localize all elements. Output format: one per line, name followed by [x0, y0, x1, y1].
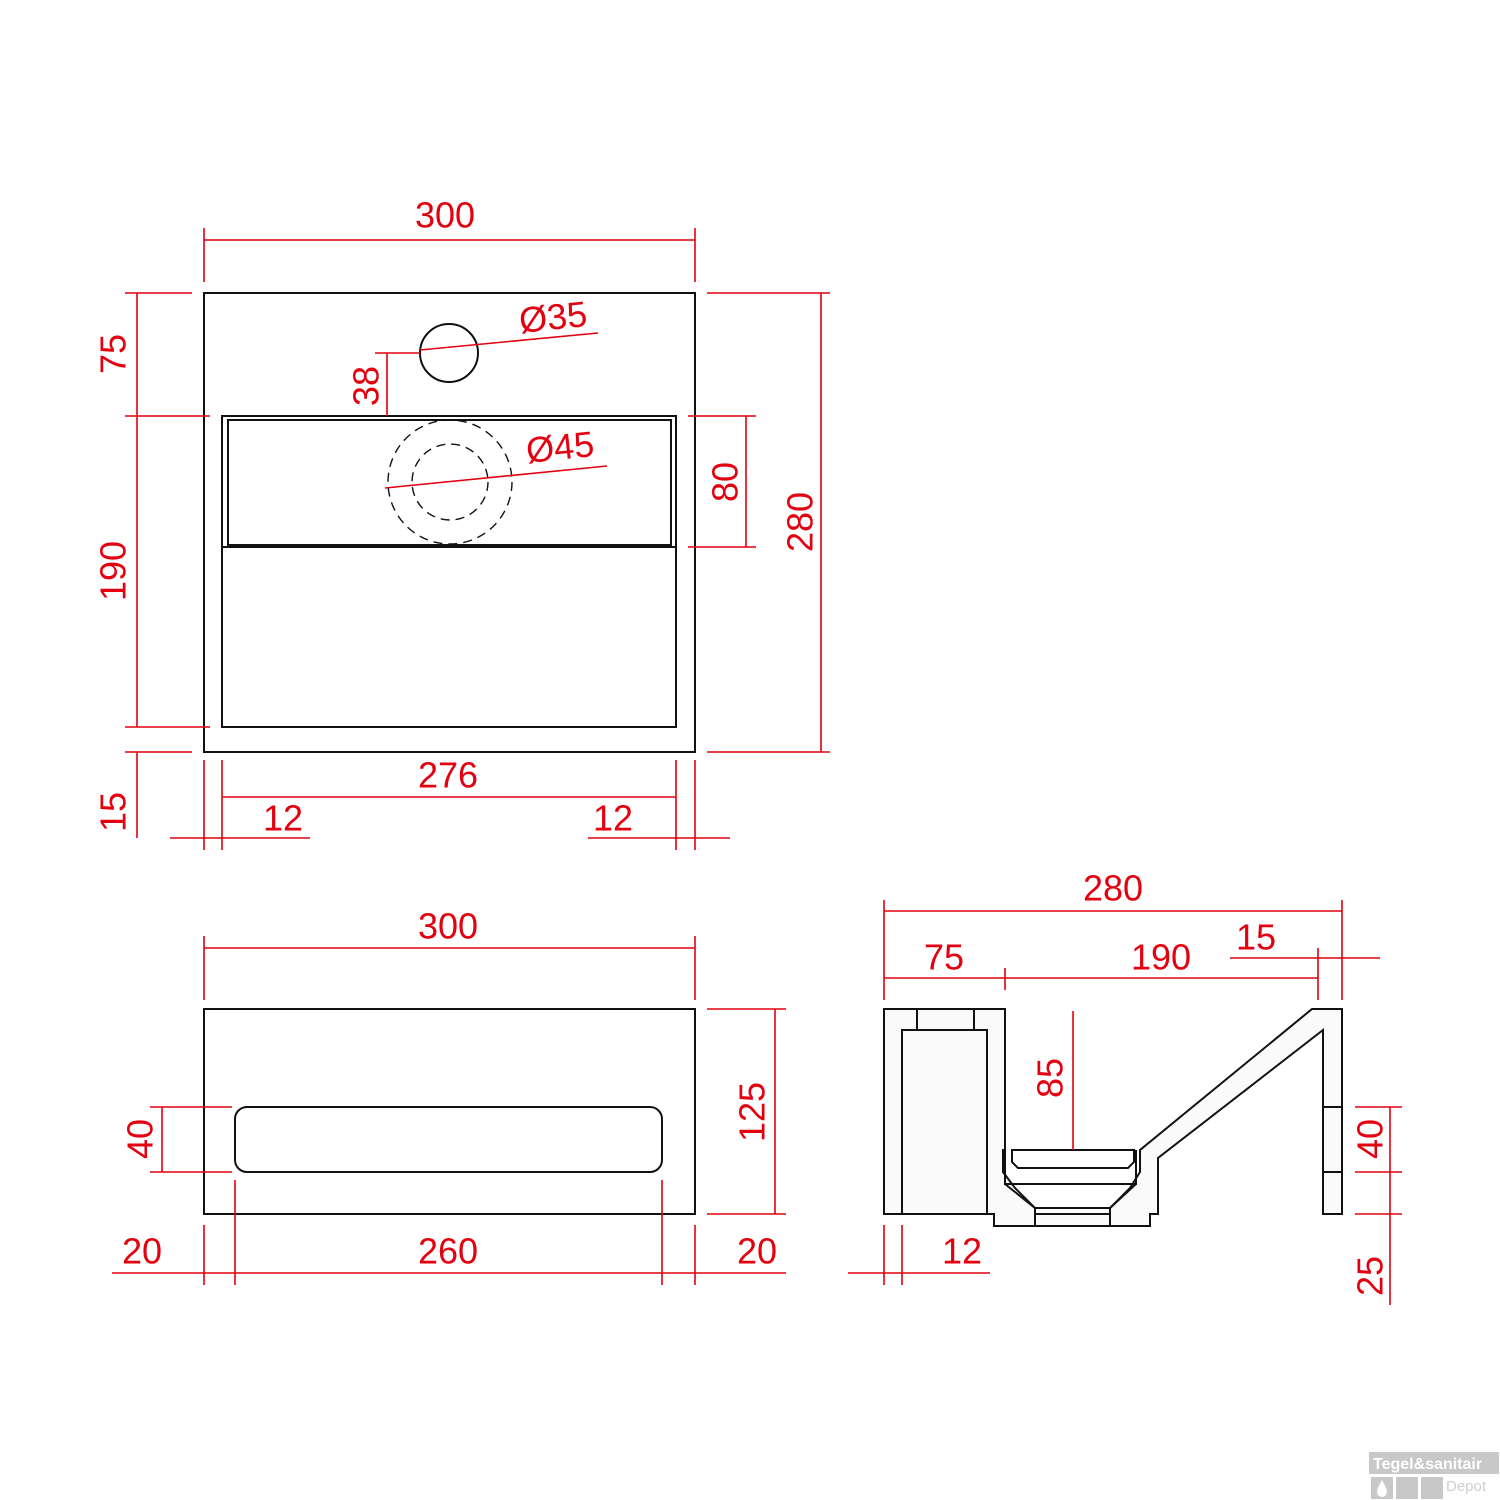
dim-side-front: 75: [924, 937, 964, 978]
basin-inner: [221, 415, 677, 728]
dim-top-width: 300: [415, 195, 475, 236]
dim-side-back: 15: [1236, 917, 1276, 958]
dim-bottom-margin: 15: [93, 792, 134, 832]
dim-recess: 80: [705, 462, 746, 502]
drain-outer: [387, 419, 513, 545]
front-view: [112, 936, 786, 1285]
dim-side-left: 20: [122, 1231, 162, 1272]
dim-basin-length: 190: [93, 541, 134, 601]
dim-side-wall: 12: [942, 1231, 982, 1272]
dim-basin-depth: 85: [1030, 1058, 1071, 1098]
basin-recess: [227, 419, 672, 546]
dim-height: 125: [732, 1082, 773, 1142]
dim-inner-width: 276: [418, 755, 478, 796]
dim-slot-height: 40: [120, 1119, 161, 1159]
dim-side-depth: 280: [1083, 868, 1143, 909]
dim-drain: Ø45: [524, 423, 596, 471]
dim-wall-right: 12: [593, 798, 633, 839]
dim-slot-width: 260: [418, 1231, 478, 1272]
side-section-view: [848, 900, 1402, 1305]
overflow-slot: [234, 1106, 663, 1173]
dim-side-slot: 40: [1350, 1119, 1391, 1159]
tap-hole: [419, 323, 479, 383]
basin-outline: [203, 292, 696, 753]
dim-depth: 280: [780, 492, 821, 552]
dim-tap-hole: Ø35: [517, 293, 589, 341]
dim-tap-offset: 38: [346, 366, 387, 406]
drain-inner: [411, 443, 489, 521]
brand-logo: Tegel&sanitair Depot: [1369, 1452, 1499, 1499]
dim-front-width: 300: [418, 906, 478, 947]
dim-side-basin: 190: [1131, 937, 1191, 978]
top-view: [125, 228, 830, 850]
logo-line2: Depot: [1446, 1478, 1487, 1495]
dim-side-right: 20: [737, 1231, 777, 1272]
logo-line1: Tegel&sanitair: [1373, 1456, 1482, 1473]
dim-side-bottom: 25: [1350, 1256, 1391, 1296]
dim-wall-left: 12: [263, 798, 303, 839]
dim-top-margin: 75: [93, 334, 134, 374]
